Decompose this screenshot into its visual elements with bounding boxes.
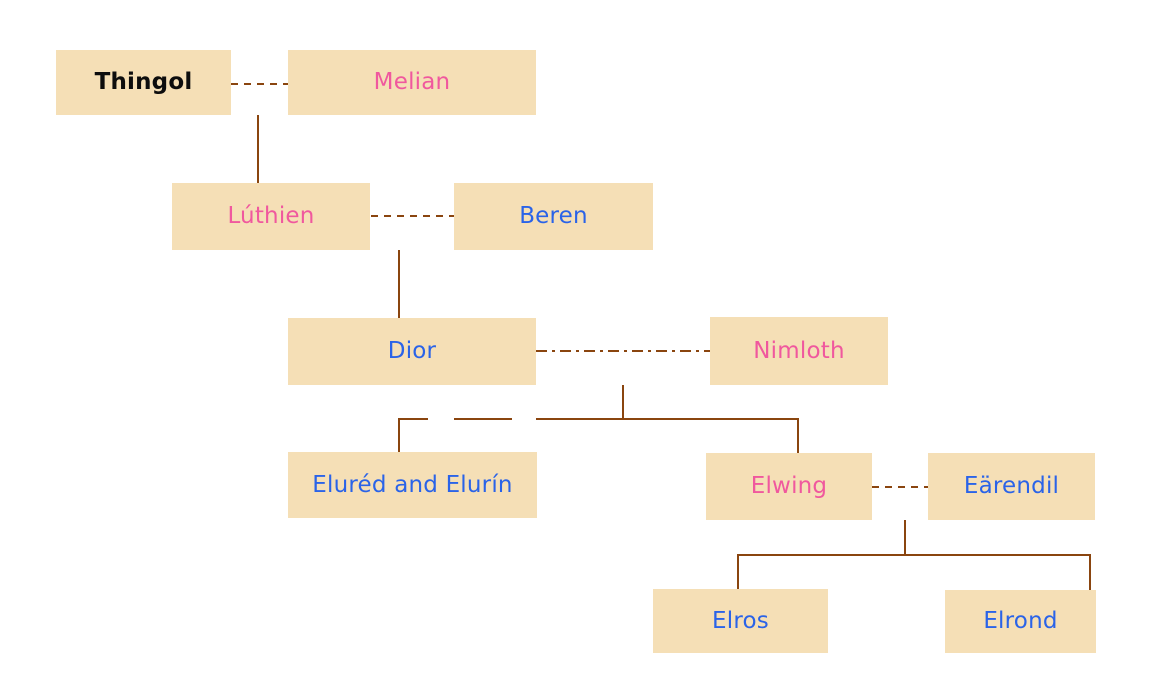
node-nimloth: Nimloth bbox=[710, 317, 888, 385]
node-thingol: Thingol bbox=[56, 50, 231, 115]
node-luthien: Lúthien bbox=[172, 183, 370, 250]
node-elured-elurin: Eluréd and Elurín bbox=[288, 452, 537, 518]
node-elros: Elros bbox=[653, 589, 828, 653]
node-dior: Dior bbox=[288, 318, 536, 385]
node-beren: Beren bbox=[454, 183, 653, 250]
node-earendil: Eärendil bbox=[928, 453, 1095, 520]
node-melian: Melian bbox=[288, 50, 536, 115]
node-elrond: Elrond bbox=[945, 590, 1096, 653]
node-elwing: Elwing bbox=[706, 453, 872, 520]
